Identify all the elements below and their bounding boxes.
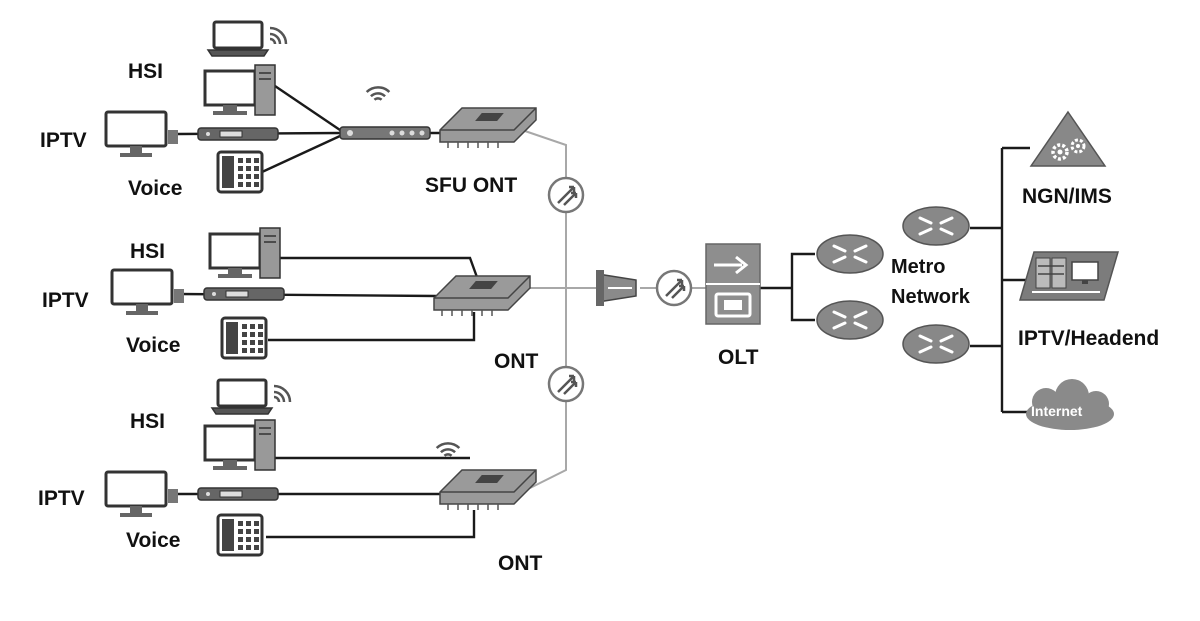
tv-icon [104,470,168,519]
metro-label-line1: Metro [891,256,945,278]
voice-label: Voice [128,177,182,200]
subscriber-group-2: HSI IPTV Voice ONT [42,226,539,373]
wifi-icon [268,26,288,46]
monitor-icon [1071,261,1099,281]
service-iptv-headend: IPTV/Headend [1018,251,1159,350]
set-top-box-icon [197,127,279,141]
iptv-label: IPTV [40,129,87,152]
wifi-icon [272,384,292,404]
connector-icon [168,489,178,503]
metro-label-line2: Network [891,286,971,308]
router-icon [901,205,971,247]
voice-label: Voice [126,334,180,357]
connector-icon [168,130,178,144]
iptv-label: IPTV [38,487,85,510]
home-gateway-icon [339,126,431,140]
splitter-icon [655,269,693,307]
set-top-box-icon [203,287,285,301]
connector-icon [174,289,184,303]
ont-icon [439,107,537,149]
olt-icon [705,243,761,325]
router-icon [901,323,971,365]
internet-label: Internet [1031,403,1083,419]
desktop-icon [203,63,277,117]
phone-icon [220,316,268,360]
gear-icon [1051,138,1086,161]
laptop-icon [206,20,270,58]
cloud-icon [1026,379,1114,430]
ont-label: ONT [498,552,543,575]
hsi-label: HSI [130,240,165,263]
subscriber-group-1: HSI IPTV Voice SFU ONT [40,20,537,200]
tv-icon [110,268,174,317]
optical-splitter-icon [596,270,637,306]
optical-distribution [547,176,693,403]
subscriber-group-3: HSI IPTV Voice ONT [38,378,543,575]
iptv-label: IPTV [42,289,89,312]
ont-label: ONT [494,350,539,373]
iptv-headend-label: IPTV/Headend [1018,327,1159,350]
phone-icon [216,150,264,194]
olt-label: OLT [718,346,759,369]
phone-icon [216,513,264,557]
hsi-label: HSI [128,60,163,83]
set-top-box-icon [197,487,279,501]
access-wiring [177,83,1030,539]
splitter-icon [547,365,585,403]
laptop-icon [210,378,274,416]
ngn-ims-label: NGN/IMS [1022,185,1112,208]
splitter-icon [547,176,585,214]
router-icon [815,299,885,341]
wifi-icon [365,79,391,105]
ont-icon [439,469,537,511]
router-icon [815,233,885,275]
desktop-icon [208,226,282,280]
service-ngn-ims: NGN/IMS [1022,110,1112,208]
hsi-label: HSI [130,410,165,433]
desktop-icon [203,418,277,472]
wifi-icon [435,435,461,461]
metro-network: Metro Network [815,205,971,365]
service-internet: Internet [1026,379,1114,430]
tv-icon [104,110,168,159]
voice-label: Voice [126,529,180,552]
ont-label: SFU ONT [425,174,517,197]
server-icon [1035,257,1067,289]
ont-icon [433,275,531,317]
